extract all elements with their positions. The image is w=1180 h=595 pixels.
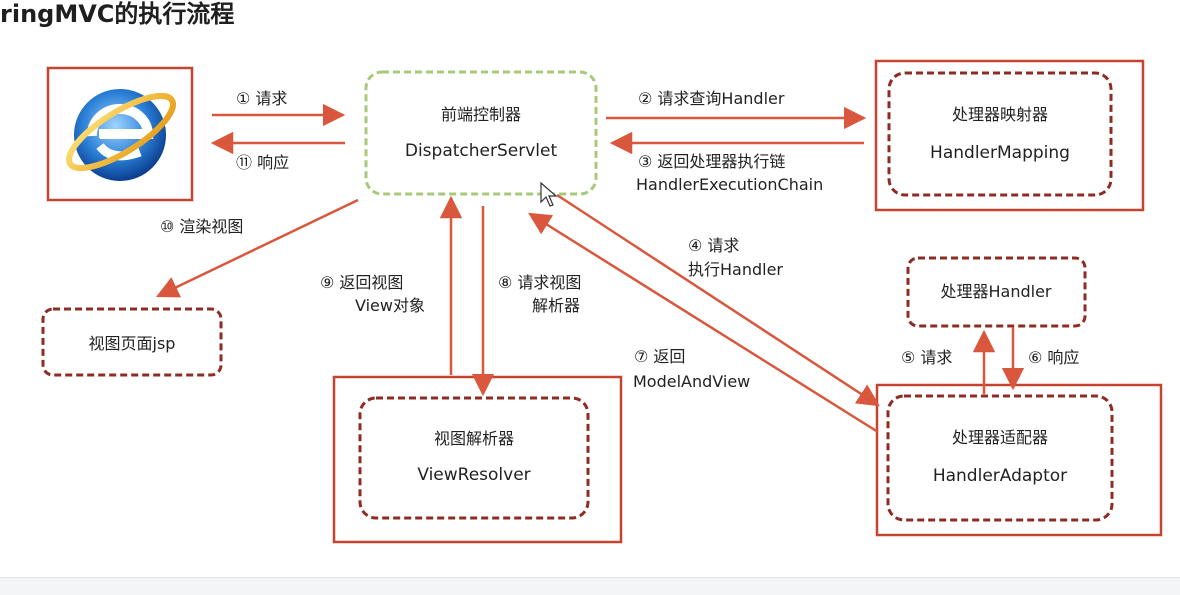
label-step8-line1: ⑧ 请求视图 bbox=[498, 273, 581, 292]
view-page-name: 视图页面jsp bbox=[89, 334, 176, 353]
dispatcher-servlet-box bbox=[364, 70, 598, 196]
label-step8-line2: 解析器 bbox=[532, 296, 580, 315]
handler-box bbox=[906, 256, 1087, 328]
internet-explorer-icon bbox=[66, 89, 176, 181]
view-resolver-class: ViewResolver bbox=[417, 465, 530, 485]
dispatcher-name: 前端控制器 bbox=[441, 105, 521, 124]
view-resolver-name: 视图解析器 bbox=[434, 429, 514, 448]
label-step1: ① 请求 bbox=[236, 89, 287, 108]
label-step7-line1: ⑦ 返回 bbox=[634, 347, 685, 366]
label-step7-line2: ModelAndView bbox=[633, 372, 750, 391]
arrow-step10 bbox=[155, 198, 359, 298]
handler-adaptor-name: 处理器适配器 bbox=[952, 428, 1048, 447]
browser-box bbox=[46, 66, 194, 202]
handler-mapping-outer-box bbox=[874, 59, 1145, 212]
handler-adaptor-box bbox=[886, 394, 1114, 522]
label-step3-line2: HandlerExecutionChain bbox=[636, 175, 823, 194]
view-resolver-box bbox=[358, 396, 590, 520]
view-page-box bbox=[41, 307, 223, 377]
label-step9-line2: View对象 bbox=[355, 296, 425, 315]
bottom-bar bbox=[0, 577, 1180, 595]
label-step9-line1: ⑨ 返回视图 bbox=[320, 273, 403, 292]
arrow-step4 bbox=[556, 193, 880, 407]
handler-adaptor-class: HandlerAdaptor bbox=[933, 466, 1067, 486]
label-step11: ⑪ 响应 bbox=[236, 153, 289, 172]
label-step3-line1: ③ 返回处理器执行链 bbox=[638, 152, 785, 171]
handler-adaptor-outer-box bbox=[875, 383, 1163, 537]
label-step6: ⑥ 响应 bbox=[1028, 348, 1079, 367]
handler-name: 处理器Handler bbox=[940, 282, 1051, 301]
label-step2: ② 请求查询Handler bbox=[638, 89, 785, 108]
label-step5: ⑤ 请求 bbox=[901, 348, 952, 367]
arrow-step7 bbox=[528, 212, 879, 434]
page-title: ringMVC的执行流程 bbox=[0, 0, 235, 28]
label-step4-line1: ④ 请求 bbox=[688, 236, 739, 255]
dispatcher-class: DispatcherServlet bbox=[405, 141, 558, 161]
label-step4-line2: 执行Handler bbox=[688, 260, 783, 279]
handler-mapping-class: HandlerMapping bbox=[930, 143, 1070, 163]
mouse-pointer-icon bbox=[540, 181, 558, 207]
label-step10: ⑩ 渲染视图 bbox=[160, 217, 243, 236]
handler-mapping-box bbox=[887, 71, 1113, 197]
handler-mapping-name: 处理器映射器 bbox=[952, 105, 1048, 124]
